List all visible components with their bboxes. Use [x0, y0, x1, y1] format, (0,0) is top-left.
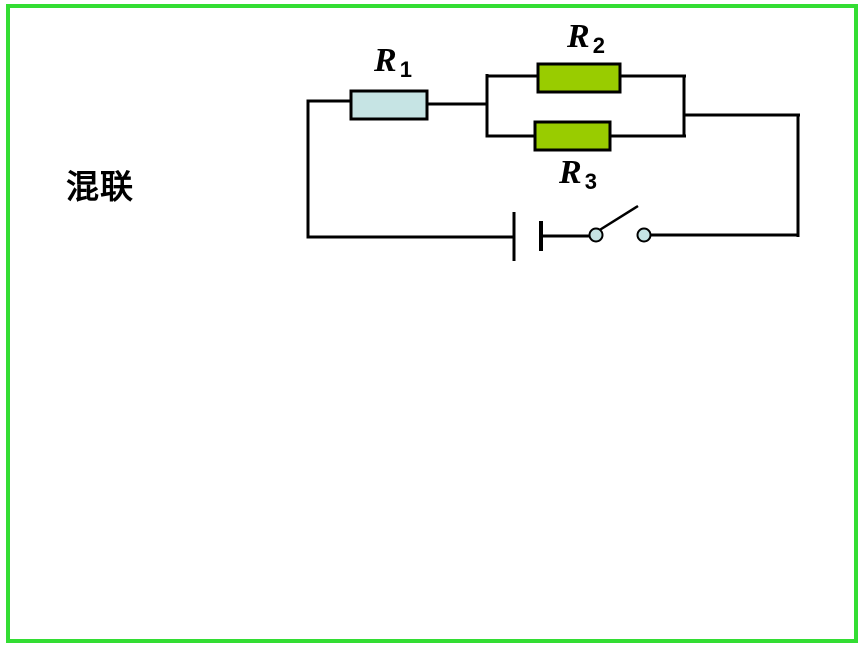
resistor-r2: [536, 62, 622, 94]
switch-terminal-right: [636, 227, 652, 243]
resistor-r1: [349, 89, 429, 121]
switch-lever: [597, 204, 639, 233]
resistor-r3: [533, 120, 612, 152]
circuit-wires: [306, 74, 800, 239]
slide-heading: 混联: [66, 167, 134, 206]
slide-frame: [6, 4, 858, 643]
switch-terminal-left: [588, 227, 604, 243]
battery: [512, 212, 543, 261]
switch: [588, 204, 652, 243]
